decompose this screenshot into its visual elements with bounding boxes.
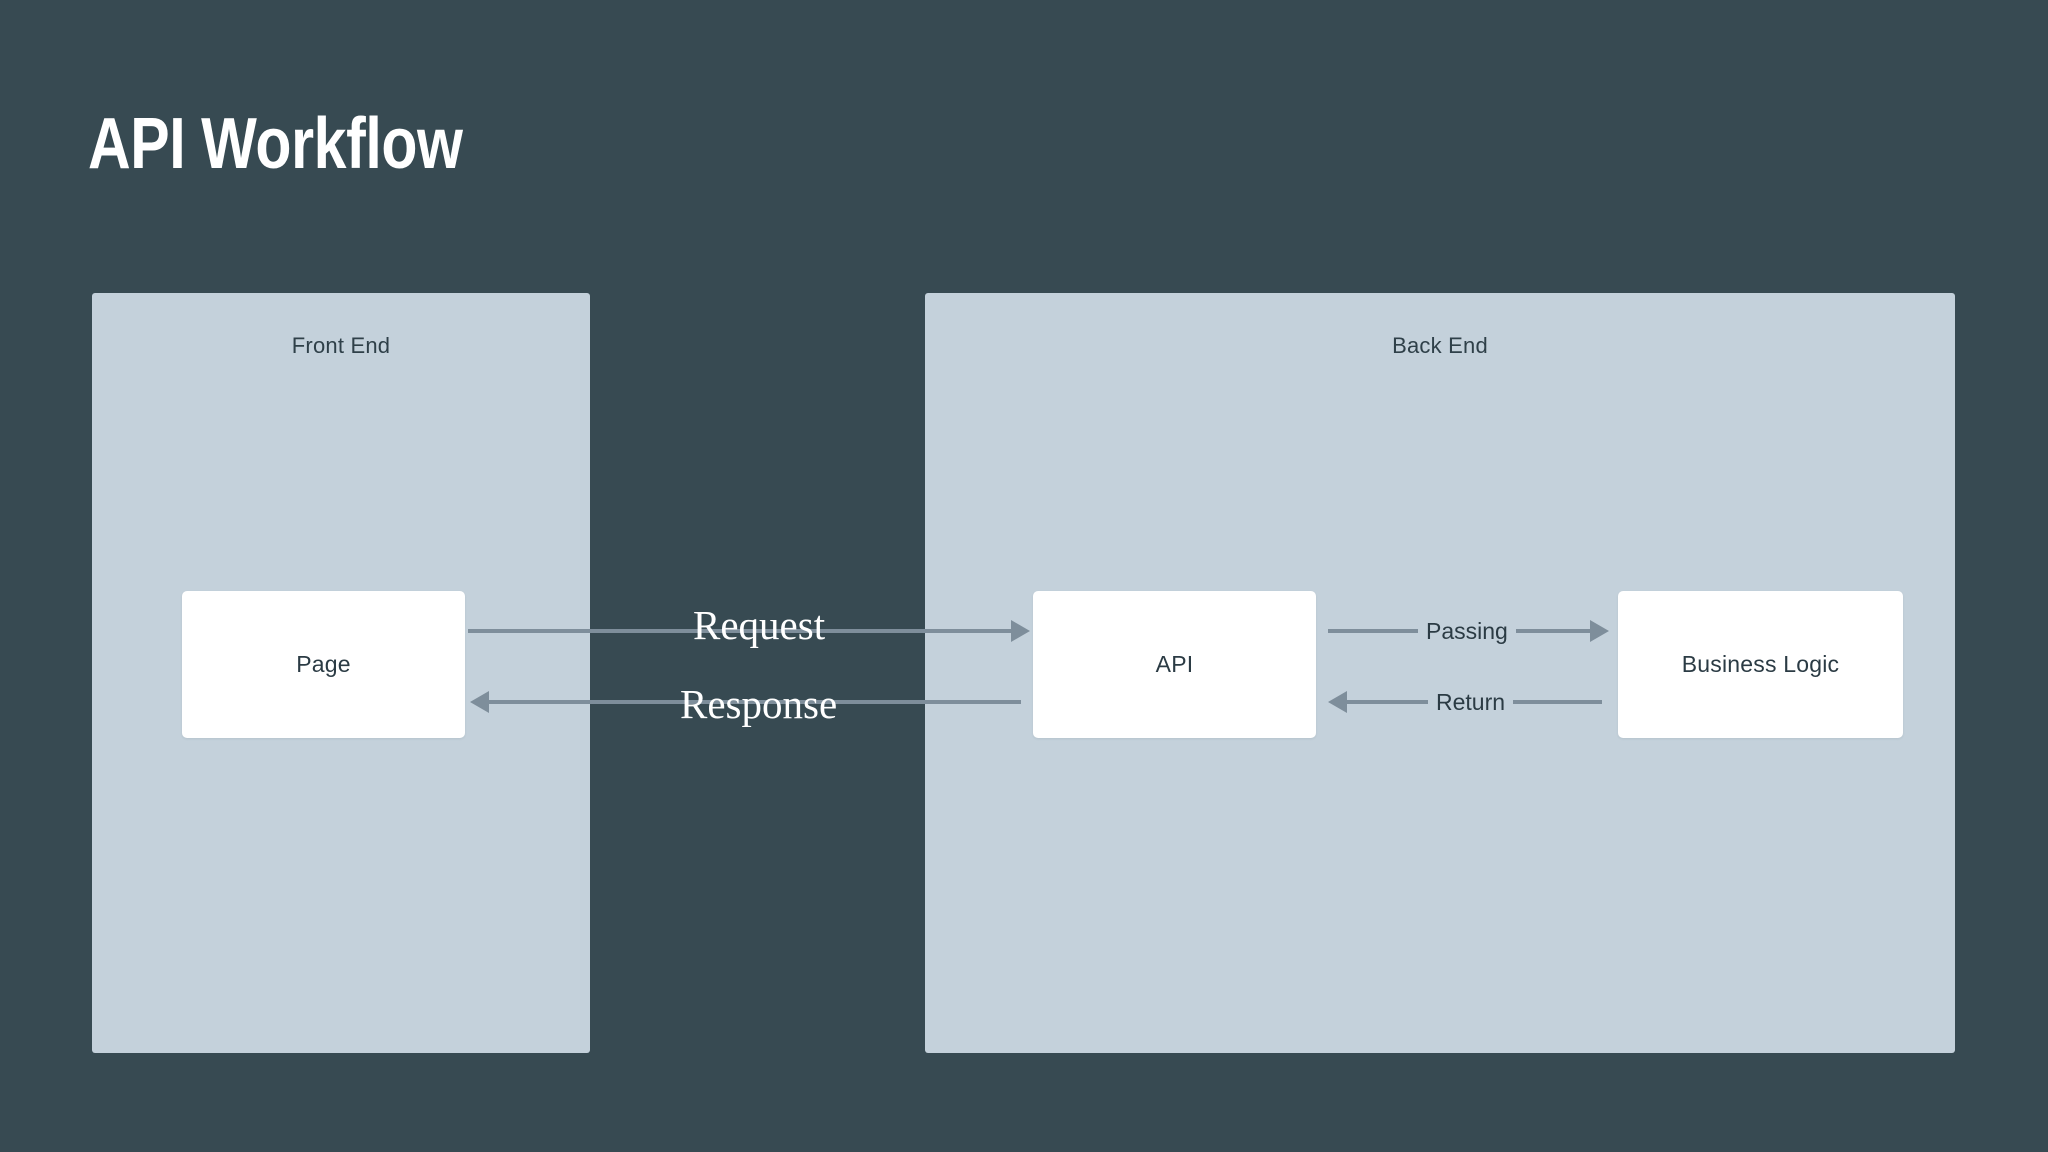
panel-front-end-label: Front End xyxy=(291,333,391,358)
page-title: API Workflow xyxy=(88,104,463,184)
connector-response-line xyxy=(489,700,1021,704)
connector-response-arrowhead-icon xyxy=(470,691,489,713)
connector-response-label: Response xyxy=(680,681,838,727)
node-api[interactable]: API xyxy=(1033,591,1316,738)
connector-return-arrowhead-icon xyxy=(1328,691,1347,713)
node-api-label: API xyxy=(1155,651,1194,677)
connector-passing-label: Passing xyxy=(1418,620,1516,643)
connector-request-arrowhead-icon xyxy=(1011,620,1030,642)
node-business-logic[interactable]: Business Logic xyxy=(1618,591,1903,738)
node-page-label: Page xyxy=(296,651,351,677)
panel-back-end-label: Back End xyxy=(1392,333,1488,358)
node-business-logic-label: Business Logic xyxy=(1681,651,1840,677)
connector-return-label: Return xyxy=(1428,691,1514,714)
connector-request-label: Request xyxy=(693,602,826,648)
connector-request-line xyxy=(468,629,1021,633)
node-page[interactable]: Page xyxy=(182,591,465,738)
connector-passing-arrowhead-icon xyxy=(1590,620,1609,642)
